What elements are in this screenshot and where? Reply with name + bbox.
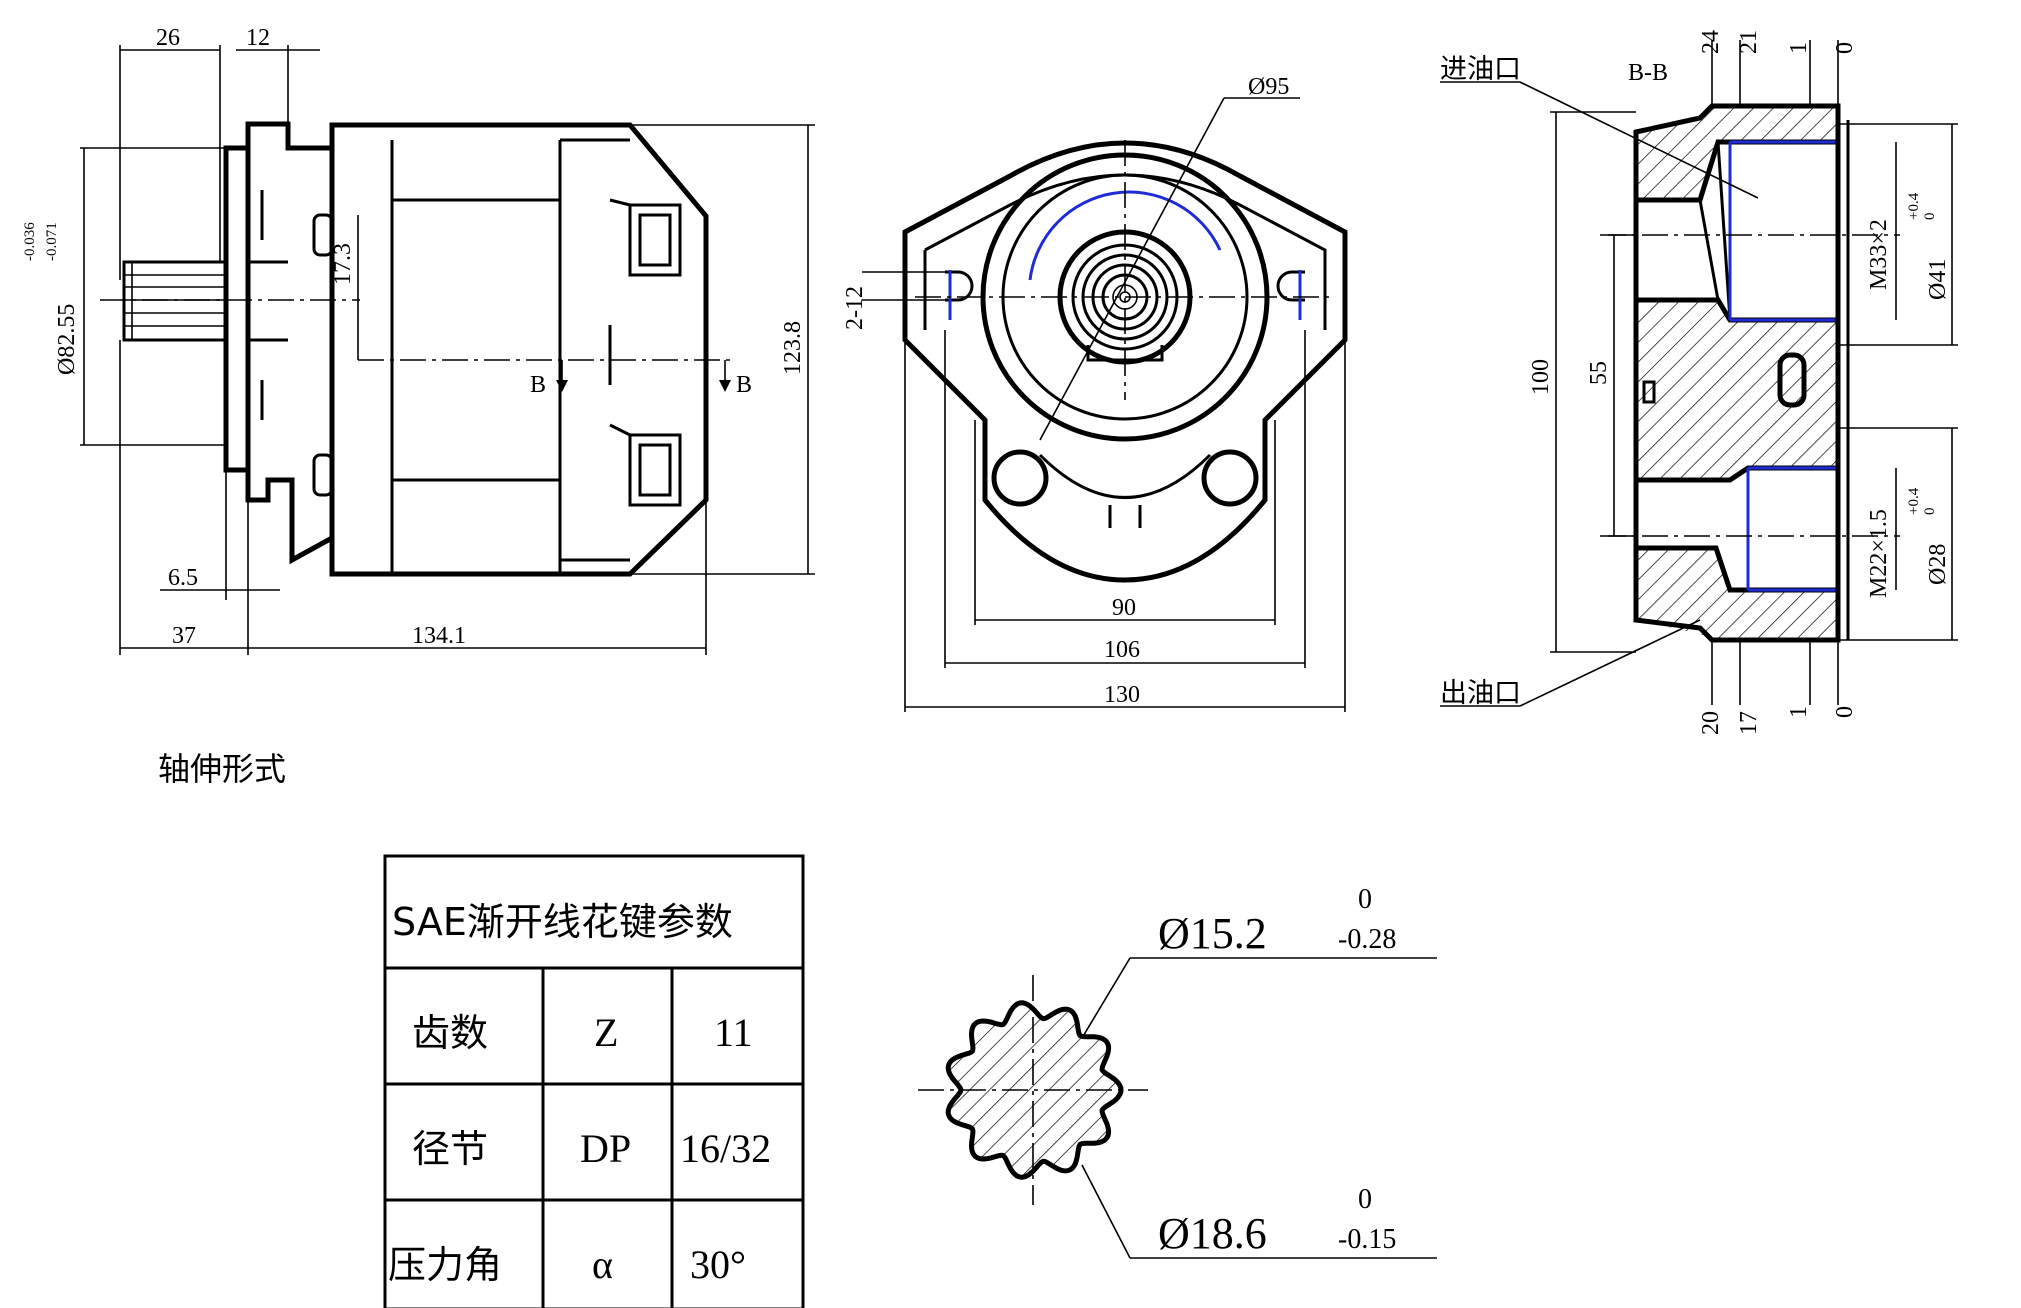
shaft-extension-label: 轴伸形式 (158, 750, 286, 788)
spline-table-header: SAE渐开线花键参数 (392, 900, 733, 944)
dim-6-5: 6.5 (168, 565, 198, 591)
dim-bot-1: 1 (1786, 706, 1812, 718)
dim-130: 130 (1104, 682, 1140, 708)
dim-d95: Ø95 (1248, 74, 1289, 100)
dim-d28-tol: +0.40 (1906, 487, 1938, 515)
dim-top-1: 1 (1786, 42, 1812, 54)
dim-bot-0: 0 (1832, 706, 1858, 718)
minor-tol-upper: 0 (1358, 884, 1372, 915)
section-b-left-label: B (530, 372, 546, 398)
section-b-right-label: B (736, 372, 752, 398)
row-pitch-value: 16/32 (680, 1126, 771, 1171)
dim-134-1: 134.1 (412, 623, 466, 649)
outlet-label: 出油口 (1440, 678, 1521, 709)
section-view: B-B 进油口 出油口 24 21 1 0 20 17 1 0 100 55 (1440, 30, 1958, 735)
dim-90: 90 (1112, 595, 1136, 621)
dim-17-3: 17.3 (330, 243, 356, 285)
minor-diameter: Ø15.2 (1158, 909, 1267, 958)
row-pitch-symbol: DP (580, 1126, 631, 1171)
dim-bot-17: 17 (1736, 711, 1762, 735)
dim-top-21: 21 (1736, 30, 1762, 54)
row-angle-value: 30° (690, 1242, 746, 1287)
dim-top-0: 0 (1832, 42, 1858, 54)
dim-d41: Ø41 (1925, 259, 1951, 300)
side-view: B B 26 12 Ø82.55 -0.036 -0.071 17.3 123.… (22, 25, 815, 655)
dim-106: 106 (1104, 637, 1140, 663)
spline-table: SAE渐开线花键参数 齿数 Z 11 径节 DP 16/32 压力角 α 30° (383, 854, 805, 1308)
row-angle-name: 压力角 (388, 1243, 502, 1287)
section-title: B-B (1628, 60, 1668, 86)
spline-detail: Ø15.2 0 -0.28 Ø18.6 0 -0.15 (918, 884, 1437, 1259)
dim-12: 12 (246, 25, 270, 51)
inlet-label: 进油口 (1440, 54, 1521, 85)
dim-bot-20: 20 (1698, 711, 1724, 735)
dim-d82-55: Ø82.55 (54, 304, 80, 375)
row-angle-symbol: α (592, 1242, 613, 1287)
row-teeth-symbol: Z (594, 1010, 618, 1055)
minor-tol-lower: -0.28 (1338, 924, 1396, 955)
major-tol-upper: 0 (1358, 1184, 1372, 1215)
major-diameter: Ø18.6 (1158, 1209, 1267, 1258)
dim-m33x2: M33×2 (1866, 219, 1892, 290)
dim-top-24: 24 (1698, 30, 1724, 54)
row-teeth-name: 齿数 (412, 1011, 488, 1055)
dim-100: 100 (1528, 359, 1554, 395)
dim-d82-tol-lower: -0.071 (44, 222, 60, 261)
major-tol-lower: -0.15 (1338, 1224, 1396, 1255)
dim-26: 26 (156, 25, 180, 51)
dim-d28: Ø28 (1925, 544, 1951, 585)
front-view: Ø95 2-12 90 106 130 (842, 74, 1348, 712)
dim-d41-tol: +0.40 (1906, 192, 1938, 220)
dim-123-8: 123.8 (780, 321, 806, 375)
row-pitch-name: 径节 (412, 1127, 488, 1171)
dim-m22x1-5: M22×1.5 (1866, 509, 1892, 598)
dim-2-12: 2-12 (842, 286, 868, 330)
dim-55: 55 (1586, 361, 1612, 385)
row-teeth-value: 11 (714, 1010, 753, 1055)
dim-37: 37 (172, 623, 196, 649)
dim-d82-tol-upper: -0.036 (22, 222, 38, 261)
